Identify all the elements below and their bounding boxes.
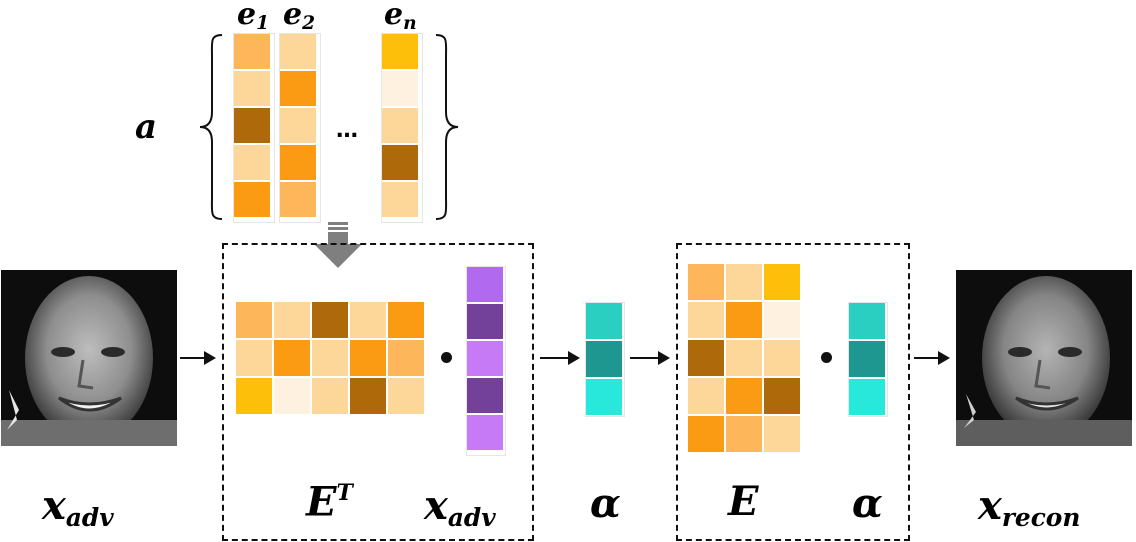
face-reconstructed-image <box>956 270 1132 446</box>
label-e2: e2 <box>283 0 316 35</box>
x-adv-vector-cell <box>467 267 503 302</box>
E-matrix-cell <box>688 302 724 338</box>
ellipsis: … <box>336 118 358 143</box>
eigenvector-e2 <box>279 33 321 223</box>
reconstruction-box <box>676 243 910 541</box>
eigenvector-e1-cell <box>234 108 270 143</box>
arrow-to-alpha <box>540 351 580 365</box>
E-matrix-cell <box>688 416 724 452</box>
label-alpha-1: α <box>590 480 621 527</box>
eigenvector-e1 <box>233 33 275 223</box>
E-matrix <box>688 264 804 454</box>
E-matrix-cell <box>726 340 762 376</box>
ET-matrix-cell <box>350 378 386 414</box>
label-x-recon: xrecon <box>978 482 1081 532</box>
eigenvector-en-cell <box>382 34 418 69</box>
alpha-vector-2 <box>848 302 888 417</box>
x-adv-vector <box>466 266 506 456</box>
eigenvector-e2-cell <box>280 108 316 143</box>
ET-matrix <box>236 302 428 416</box>
ET-matrix-cell <box>388 302 424 338</box>
label-E: E <box>728 478 759 525</box>
label-a: a <box>135 107 158 147</box>
eigenvector-en <box>381 33 423 223</box>
eigenvector-e1-cell <box>234 145 270 180</box>
dot-product-2 <box>821 352 832 363</box>
alpha-vector-1-cell <box>586 379 622 415</box>
E-matrix-cell <box>688 264 724 300</box>
ET-matrix-cell <box>388 340 424 376</box>
arrow-to-projection <box>180 351 216 365</box>
alpha-vector-2-cell <box>849 379 885 415</box>
E-matrix-cell <box>688 340 724 376</box>
arrow-to-reconstruction <box>630 351 670 365</box>
ET-matrix-cell <box>274 340 310 376</box>
eigenvector-e2-cell <box>280 145 316 180</box>
x-adv-vector-cell <box>467 378 503 413</box>
E-matrix-cell <box>726 378 762 414</box>
E-matrix-cell <box>764 378 800 414</box>
alpha-vector-1-cell <box>586 303 622 339</box>
ET-matrix-cell <box>274 302 310 338</box>
projection-box <box>222 243 534 541</box>
ET-matrix-cell <box>350 302 386 338</box>
E-matrix-cell <box>726 264 762 300</box>
label-x-adv-mid: xadv <box>424 482 496 532</box>
E-matrix-cell <box>726 302 762 338</box>
eigenvector-e1-cell <box>234 71 270 106</box>
x-adv-vector-cell <box>467 415 503 450</box>
alpha-vector-2-cell <box>849 303 885 339</box>
dot-product-1 <box>441 352 452 363</box>
E-matrix-cell <box>764 340 800 376</box>
arrow-to-output <box>914 351 950 365</box>
label-alpha-2: α <box>852 480 883 527</box>
E-matrix-cell <box>764 416 800 452</box>
eigenvector-e2-cell <box>280 182 316 217</box>
face-adversarial-image <box>1 270 177 446</box>
ET-matrix-cell <box>388 378 424 414</box>
eigenvector-e2-cell <box>280 71 316 106</box>
label-e1: e1 <box>237 0 270 35</box>
down-arrow-icon <box>310 222 366 270</box>
eigenvector-e1-cell <box>234 34 270 69</box>
alpha-vector-1 <box>585 302 625 417</box>
E-matrix-cell <box>726 416 762 452</box>
ET-matrix-cell <box>236 302 272 338</box>
ET-matrix-cell <box>350 340 386 376</box>
E-matrix-cell <box>764 264 800 300</box>
alpha-vector-2-cell <box>849 341 885 377</box>
alpha-vector-1-cell <box>586 341 622 377</box>
label-E-transpose: ET <box>306 478 353 526</box>
left-brace-icon <box>196 32 226 222</box>
right-brace-icon <box>432 32 462 222</box>
E-matrix-cell <box>764 302 800 338</box>
eigenvector-en-cell <box>382 71 418 106</box>
eigenvector-en-cell <box>382 182 418 217</box>
ET-matrix-cell <box>236 378 272 414</box>
x-adv-vector-cell <box>467 304 503 339</box>
eigenvector-e1-cell <box>234 182 270 217</box>
ET-matrix-cell <box>274 378 310 414</box>
eigenvector-e2-cell <box>280 34 316 69</box>
ET-matrix-cell <box>312 378 348 414</box>
x-adv-vector-cell <box>467 341 503 376</box>
eigenvector-en-cell <box>382 145 418 180</box>
label-en: en <box>384 0 417 35</box>
ET-matrix-cell <box>236 340 272 376</box>
eigenvector-en-cell <box>382 108 418 143</box>
ET-matrix-cell <box>312 302 348 338</box>
ET-matrix-cell <box>312 340 348 376</box>
E-matrix-cell <box>688 378 724 414</box>
label-x-adv-left: xadv <box>42 482 114 532</box>
